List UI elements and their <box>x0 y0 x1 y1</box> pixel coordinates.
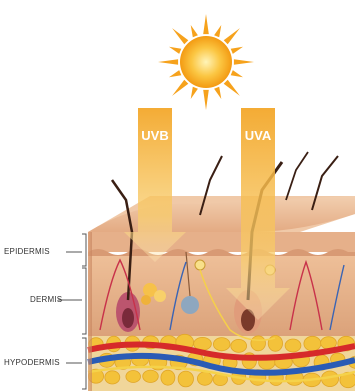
fat-cell <box>105 371 120 384</box>
sun-ray <box>224 28 240 44</box>
fat-cell <box>213 338 230 351</box>
fat-cell <box>285 339 301 352</box>
dermis-label: DERMIS <box>30 295 62 304</box>
sun-ray <box>214 87 221 99</box>
epidermis-label: EPIDERMIS <box>4 247 50 256</box>
sun-ray <box>234 59 254 65</box>
sun-icon <box>158 14 254 110</box>
fat-cell <box>178 371 193 387</box>
fat-cell <box>231 339 247 352</box>
sun-ray <box>172 28 188 44</box>
fat-cell <box>268 336 282 352</box>
sun-ray <box>231 47 243 54</box>
uvb-label: UVB <box>141 128 168 143</box>
fat-cell <box>143 370 159 382</box>
uva-label: UVA <box>245 128 272 143</box>
sun-ray <box>214 25 221 37</box>
sun-ray <box>191 25 198 37</box>
hypodermis-label: HYPODERMIS <box>4 358 60 367</box>
sun-ray <box>224 80 240 96</box>
sun-ray <box>169 70 181 77</box>
sun-ray <box>203 90 209 110</box>
layer-brackets <box>58 234 86 389</box>
uvb-ray: UVB <box>124 108 186 262</box>
fat-cell <box>304 336 321 351</box>
fat-cell <box>197 372 212 385</box>
sun-ray <box>172 80 188 96</box>
skin-cross-section <box>88 152 355 391</box>
fat-cell <box>251 336 266 351</box>
sun-ray <box>158 59 178 65</box>
fat-cell <box>161 370 175 385</box>
hair <box>286 152 308 200</box>
sun-ray <box>169 47 181 54</box>
sun-ray <box>191 87 198 99</box>
sun-ray <box>231 70 243 77</box>
fat-cell <box>126 371 141 383</box>
sun-ray <box>203 14 209 34</box>
